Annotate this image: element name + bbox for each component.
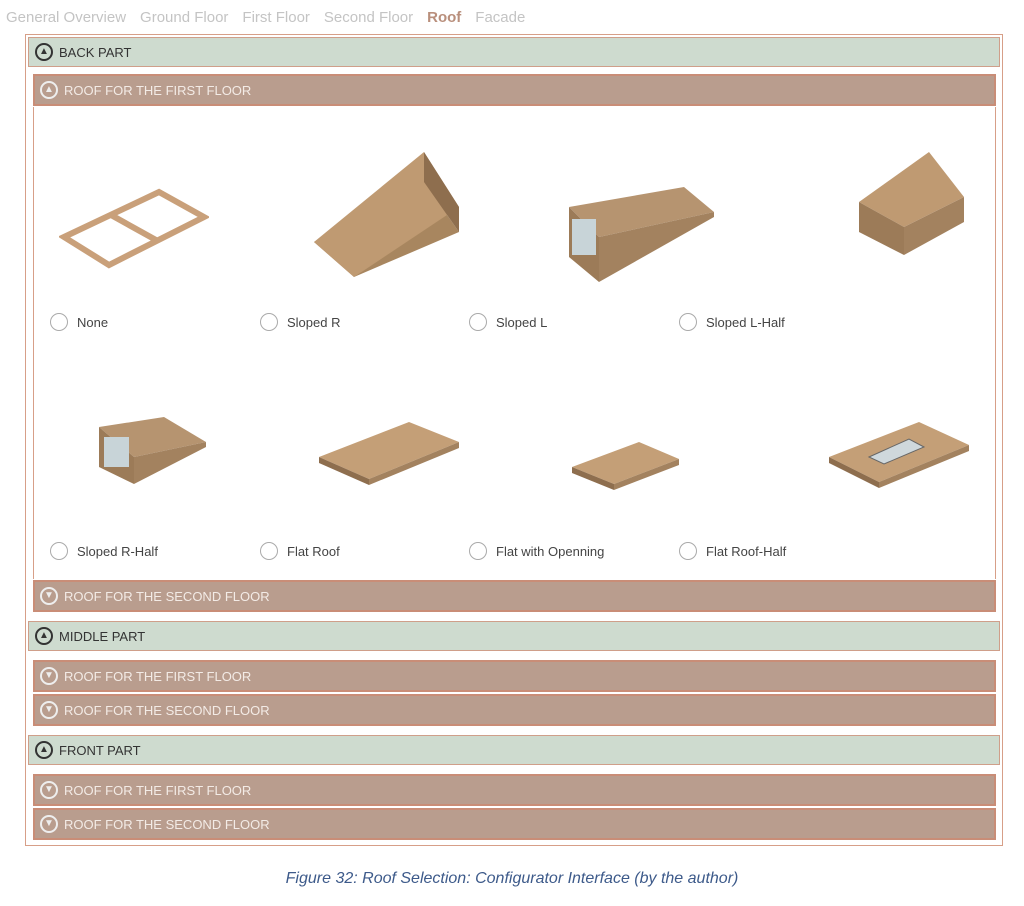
radio-button[interactable] [679,313,697,331]
radio-button[interactable] [679,542,697,560]
chevron-up-icon: ▲ [35,43,53,61]
subsection-title: ROOF FOR THE SECOND FLOOR [64,702,270,718]
section-title: FRONT PART [59,742,141,758]
roof-sloped-r-half-image [99,417,206,484]
roof-flat-image [319,422,459,485]
subsection-title: ROOF FOR THE FIRST FLOOR [64,782,252,798]
middle-first-floor-header[interactable]: ▼ ROOF FOR THE FIRST FLOOR [33,660,996,692]
radio-button[interactable] [260,313,278,331]
figure-caption: Figure 32: Roof Selection: Configurator … [285,870,739,887]
tab-second-floor[interactable]: Second Floor [323,9,414,26]
option-label: Sloped R [287,314,341,330]
chevron-down-icon: ▼ [40,815,58,833]
roof-sloped-r-image [314,152,459,277]
radio-button[interactable] [469,313,487,331]
option-label: Flat Roof [287,543,340,559]
middle-second-floor-header[interactable]: ▼ ROOF FOR THE SECOND FLOOR [33,694,996,726]
section-title: BACK PART [59,44,132,60]
configurator-panel: ▲ BACK PART ▲ ROOF FOR THE FIRST FLOOR Non… [25,34,1003,846]
option-label: Flat Roof-Half [706,543,787,559]
option-flat-with-opening[interactable]: Flat with Openning [469,542,604,560]
chevron-up-icon: ▲ [40,81,58,99]
option-label: Sloped R-Half [77,543,158,559]
section-title: MIDDLE PART [59,628,146,644]
tab-bar: General Overview Ground Floor First Floo… [6,9,525,26]
option-none[interactable]: None [50,313,108,331]
option-label: Sloped L-Half [706,314,785,330]
chevron-down-icon: ▼ [40,587,58,605]
tab-facade[interactable]: Facade [475,9,526,26]
radio-button[interactable] [260,542,278,560]
option-sloped-l[interactable]: Sloped L [469,313,547,331]
front-second-floor-header[interactable]: ▼ ROOF FOR THE SECOND FLOOR [33,808,996,840]
option-sloped-l-half[interactable]: Sloped L-Half [679,313,785,331]
subsection-title: ROOF FOR THE SECOND FLOOR [64,816,270,832]
option-sloped-r-half[interactable]: Sloped R-Half [50,542,158,560]
tab-general-overview[interactable]: General Overview [6,9,127,26]
tab-roof[interactable]: Roof [427,9,462,26]
roof-sloped-l-half-image [859,152,964,255]
chevron-down-icon: ▼ [40,781,58,799]
back-second-floor-header[interactable]: ▼ ROOF FOR THE SECOND FLOOR [33,580,996,612]
chevron-down-icon: ▼ [40,701,58,719]
option-flat-roof[interactable]: Flat Roof [260,542,340,560]
subsection-title: ROOF FOR THE SECOND FLOOR [64,588,270,604]
chevron-up-icon: ▲ [35,627,53,645]
option-sloped-r[interactable]: Sloped R [260,313,340,331]
back-first-floor-header[interactable]: ▲ ROOF FOR THE FIRST FLOOR [33,74,996,106]
tab-ground-floor[interactable]: Ground Floor [140,9,229,26]
option-label: None [77,314,109,330]
radio-button[interactable] [50,542,68,560]
tab-first-floor[interactable]: First Floor [242,9,310,26]
roof-flat-opening-image [572,442,679,490]
roof-options: None Sloped R Sloped L Sloped L-Half Slo… [33,107,996,579]
radio-button[interactable] [469,542,487,560]
subsection-title: ROOF FOR THE FIRST FLOOR [64,82,252,98]
radio-button[interactable] [50,313,68,331]
back-part-header[interactable]: ▲ BACK PART [28,37,1000,67]
option-label: Flat with Openning [496,543,605,559]
roof-none-image [59,188,209,269]
option-flat-roof-half[interactable]: Flat Roof-Half [679,542,786,560]
chevron-up-icon: ▲ [35,741,53,759]
subsection-title: ROOF FOR THE FIRST FLOOR [64,668,252,684]
roof-sloped-l-image [569,187,714,282]
front-part-header[interactable]: ▲ FRONT PART [28,735,1000,765]
option-label: Sloped L [496,314,548,330]
front-first-floor-header[interactable]: ▼ ROOF FOR THE FIRST FLOOR [33,774,996,806]
roof-flat-half-image [829,422,969,488]
middle-part-header[interactable]: ▲ MIDDLE PART [28,621,1000,651]
chevron-down-icon: ▼ [40,667,58,685]
